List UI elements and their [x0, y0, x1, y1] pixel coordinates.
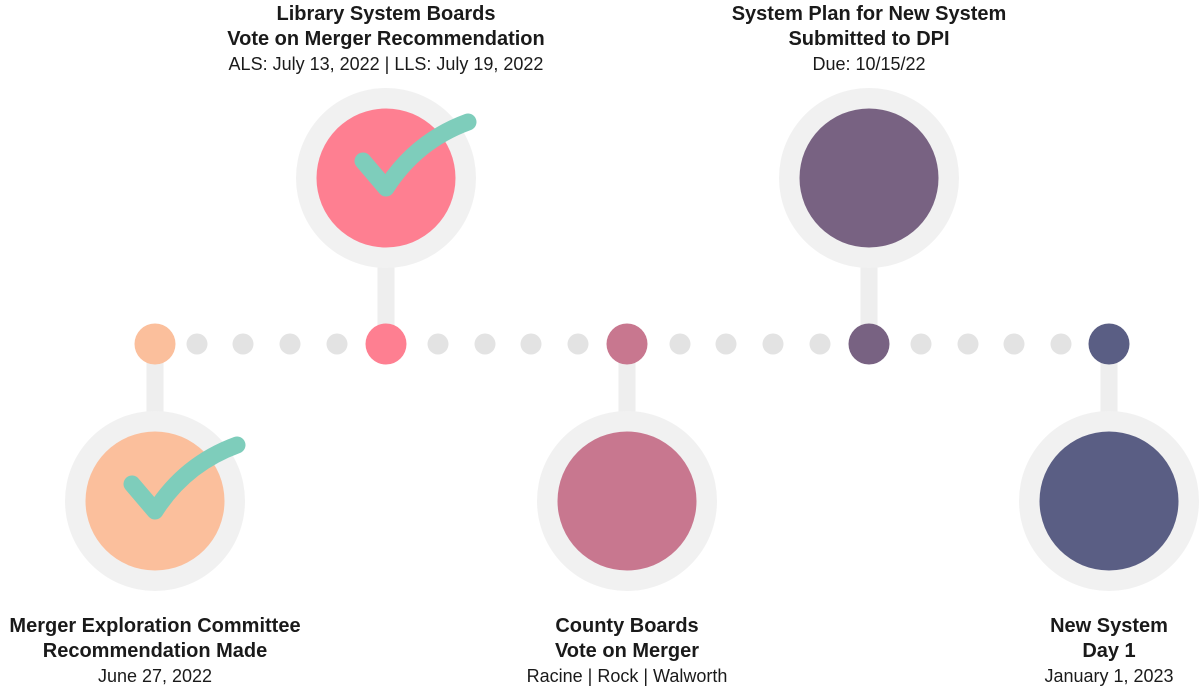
milestone-circle: [1039, 431, 1179, 571]
timeline-step-dot: [567, 333, 589, 355]
milestone-title-line1: System Plan for New System: [731, 3, 1007, 25]
timeline-step-dot: [910, 333, 932, 355]
milestone-label-system-plan: System Plan for New System Submitted to …: [732, 2, 1007, 76]
milestone-label-library-boards: Library System Boards Vote on Merger Rec…: [227, 2, 544, 76]
timeline-step-dot: [1003, 333, 1025, 355]
milestone-title-line1: New System: [1050, 615, 1168, 637]
milestone-title-line2: Vote on Merger Recommendation: [227, 28, 545, 50]
timeline-step-dot: [715, 333, 737, 355]
checkmark-icon: [354, 113, 477, 197]
milestone-circle: [799, 108, 939, 248]
milestone-title-line1: County Boards: [555, 615, 699, 637]
milestone-circle: [557, 431, 697, 571]
milestone-label-county-boards: County Boards Vote on Merger Racine | Ro…: [527, 614, 728, 688]
milestone-title-line1: Library System Boards: [276, 3, 496, 25]
timeline-step-dot: [957, 333, 979, 355]
milestone-title-line2: Recommendation Made: [42, 640, 268, 662]
milestone-label-new-system: New System Day 1 January 1, 2023: [1044, 614, 1173, 688]
timeline-step-dot: [232, 333, 254, 355]
milestone-date: January 1, 2023: [1044, 666, 1174, 686]
milestone-marker-dot: [1088, 323, 1130, 365]
milestone-due-date: Due: 10/15/22: [812, 54, 926, 74]
checkmark-icon: [123, 436, 246, 520]
timeline-step-dot: [279, 333, 301, 355]
milestone-marker-dot: [134, 323, 176, 365]
milestone-counties: Racine | Rock | Walworth: [526, 666, 728, 686]
milestone-title-line2: Vote on Merger: [554, 640, 700, 662]
timeline-step-dot: [762, 333, 784, 355]
milestone-title-line2: Day 1: [1082, 640, 1136, 662]
timeline-step-dot: [186, 333, 208, 355]
timeline-step-dot: [326, 333, 348, 355]
milestone-date: ALS: July 13, 2022 | LLS: July 19, 2022: [228, 54, 544, 74]
milestone-date: June 27, 2022: [97, 666, 213, 686]
timeline-step-dot: [474, 333, 496, 355]
timeline-step-dot: [1050, 333, 1072, 355]
timeline-step-dot: [809, 333, 831, 355]
timeline-step-dot: [520, 333, 542, 355]
milestone-title-line2: Submitted to DPI: [788, 28, 950, 50]
milestone-label-merger-committee: Merger Exploration Committee Recommendat…: [9, 614, 300, 688]
milestone-marker-dot: [606, 323, 648, 365]
milestone-marker-dot: [365, 323, 407, 365]
milestone-marker-dot: [848, 323, 890, 365]
timeline-step-dot: [669, 333, 691, 355]
timeline-step-dot: [427, 333, 449, 355]
milestone-title-line1: Merger Exploration Committee: [9, 615, 301, 637]
